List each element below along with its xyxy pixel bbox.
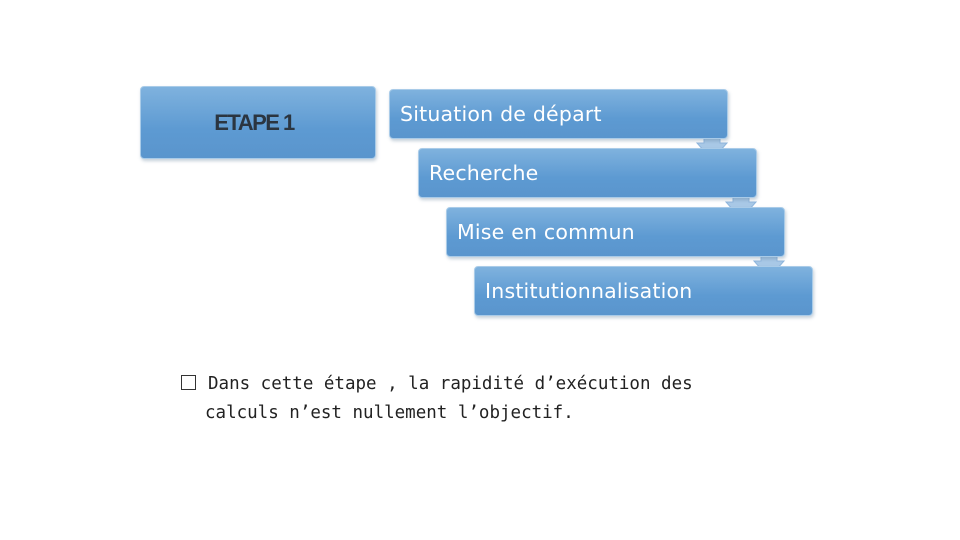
note-line-2: calculs n’est nullement l’objectif. [205, 403, 574, 423]
step-label: ETAPE 1 [214, 109, 295, 135]
step-box: ETAPE 1 [140, 86, 376, 159]
stage-situation-de-depart: Situation de départ [389, 89, 728, 139]
stage-label: Institutionnalisation [485, 279, 693, 303]
stage-recherche: Recherche [418, 148, 757, 198]
note-text: Dans cette étape , la rapidité d’exécuti… [181, 370, 781, 428]
stage-label: Recherche [429, 161, 539, 185]
note-line-1: Dans cette étape , la rapidité d’exécuti… [208, 374, 693, 394]
stage-mise-en-commun: Mise en commun [446, 207, 785, 257]
stage-label: Mise en commun [457, 220, 635, 244]
square-bullet-icon [181, 375, 196, 390]
stage-label: Situation de départ [400, 102, 602, 126]
stage-institutionnalisation: Institutionnalisation [474, 266, 813, 316]
